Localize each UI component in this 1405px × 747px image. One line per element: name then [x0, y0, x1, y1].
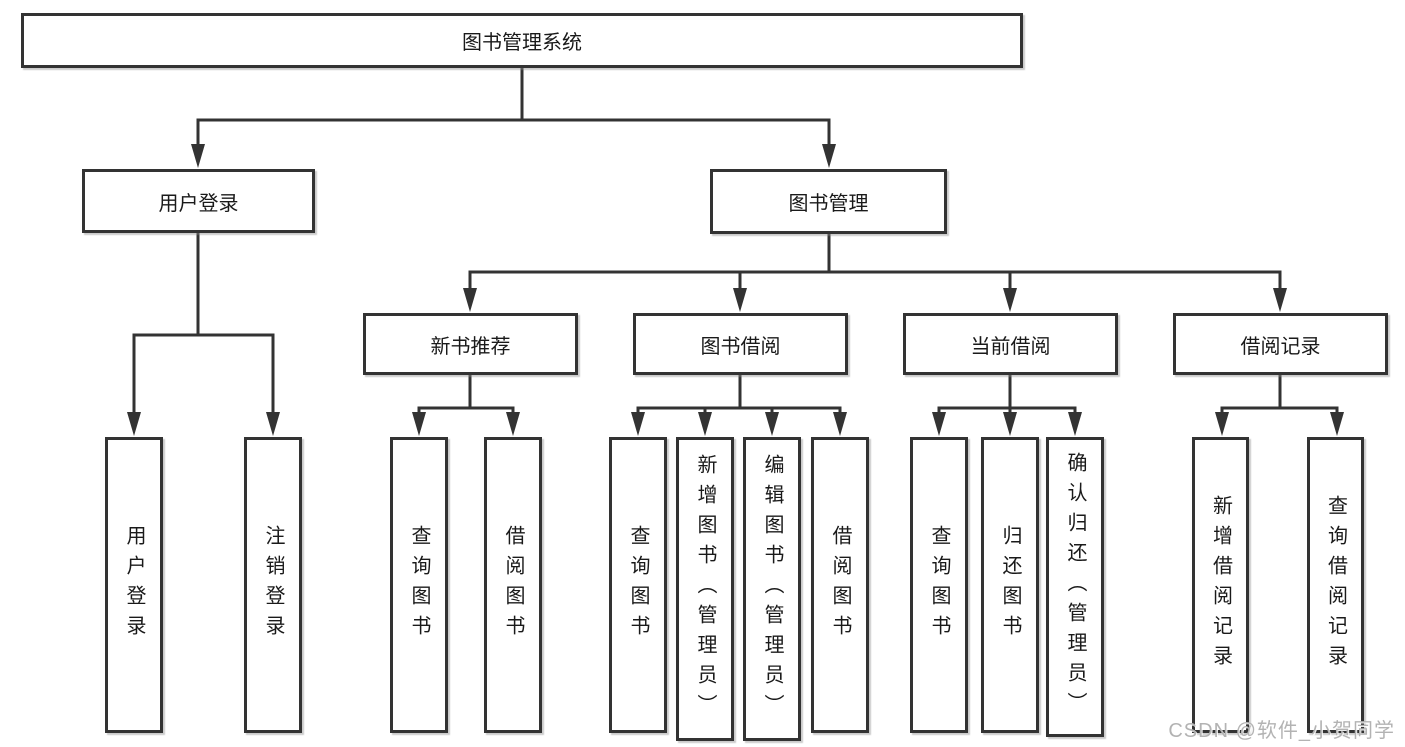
node-label: 注销登录 — [262, 525, 284, 645]
node-label: 当前借阅 — [970, 335, 1051, 358]
csdn-watermark: CSDN @软件_小贺同学 — [1168, 720, 1395, 742]
node-label: 查询借阅记录 — [1324, 495, 1347, 675]
node-label: 新书推荐 — [430, 335, 511, 358]
leaf-user-login: 用户登录 — [105, 437, 163, 733]
node-user-login: 用户登录 — [82, 169, 315, 233]
node-borrow-records: 借阅记录 — [1173, 313, 1388, 375]
node-current-borrow: 当前借阅 — [903, 313, 1118, 375]
leaf-bb-edit-books-admin: 编辑图书（管理员） — [743, 437, 801, 741]
node-label: 查询图书 — [408, 525, 430, 645]
node-label: 图书管理系统 — [462, 32, 582, 54]
node-label: 查询图书 — [627, 525, 649, 645]
node-label: 图书管理 — [788, 193, 869, 215]
node-label: 编辑图书（管理员） — [761, 454, 783, 724]
node-label: 借阅图书 — [502, 525, 524, 645]
leaf-logout: 注销登录 — [244, 437, 302, 733]
leaf-bb-query-books: 查询图书 — [609, 437, 667, 733]
leaf-br-query-record: 查询借阅记录 — [1307, 437, 1364, 733]
node-label: 用户登录 — [158, 192, 239, 215]
node-label: 新增借阅记录 — [1209, 495, 1232, 675]
leaf-nbr-borrow-books: 借阅图书 — [484, 437, 542, 733]
node-label: 借阅记录 — [1240, 335, 1321, 358]
node-label: 新增图书（管理员） — [694, 454, 716, 724]
node-label: 图书借阅 — [700, 335, 781, 358]
leaf-bb-add-books-admin: 新增图书（管理员） — [676, 437, 734, 741]
node-label: 查询图书 — [928, 525, 950, 645]
leaf-cb-query-books: 查询图书 — [910, 437, 968, 733]
node-book-borrow: 图书借阅 — [633, 313, 848, 375]
leaf-cb-return-books: 归还图书 — [981, 437, 1039, 733]
node-label: 借阅图书 — [829, 525, 851, 645]
node-book-management: 图书管理 — [710, 169, 947, 234]
node-label: 用户登录 — [123, 525, 145, 645]
node-label: 归还图书 — [999, 525, 1021, 645]
node-label: 确认归还（管理员） — [1064, 452, 1086, 722]
leaf-bb-borrow-books: 借阅图书 — [811, 437, 869, 733]
leaf-nbr-query-books: 查询图书 — [390, 437, 448, 733]
leaf-br-add-record: 新增借阅记录 — [1192, 437, 1249, 733]
node-new-book-recommend: 新书推荐 — [363, 313, 578, 375]
leaf-cb-confirm-return-admin: 确认归还（管理员） — [1046, 437, 1104, 737]
node-book-management-system: 图书管理系统 — [21, 13, 1023, 68]
